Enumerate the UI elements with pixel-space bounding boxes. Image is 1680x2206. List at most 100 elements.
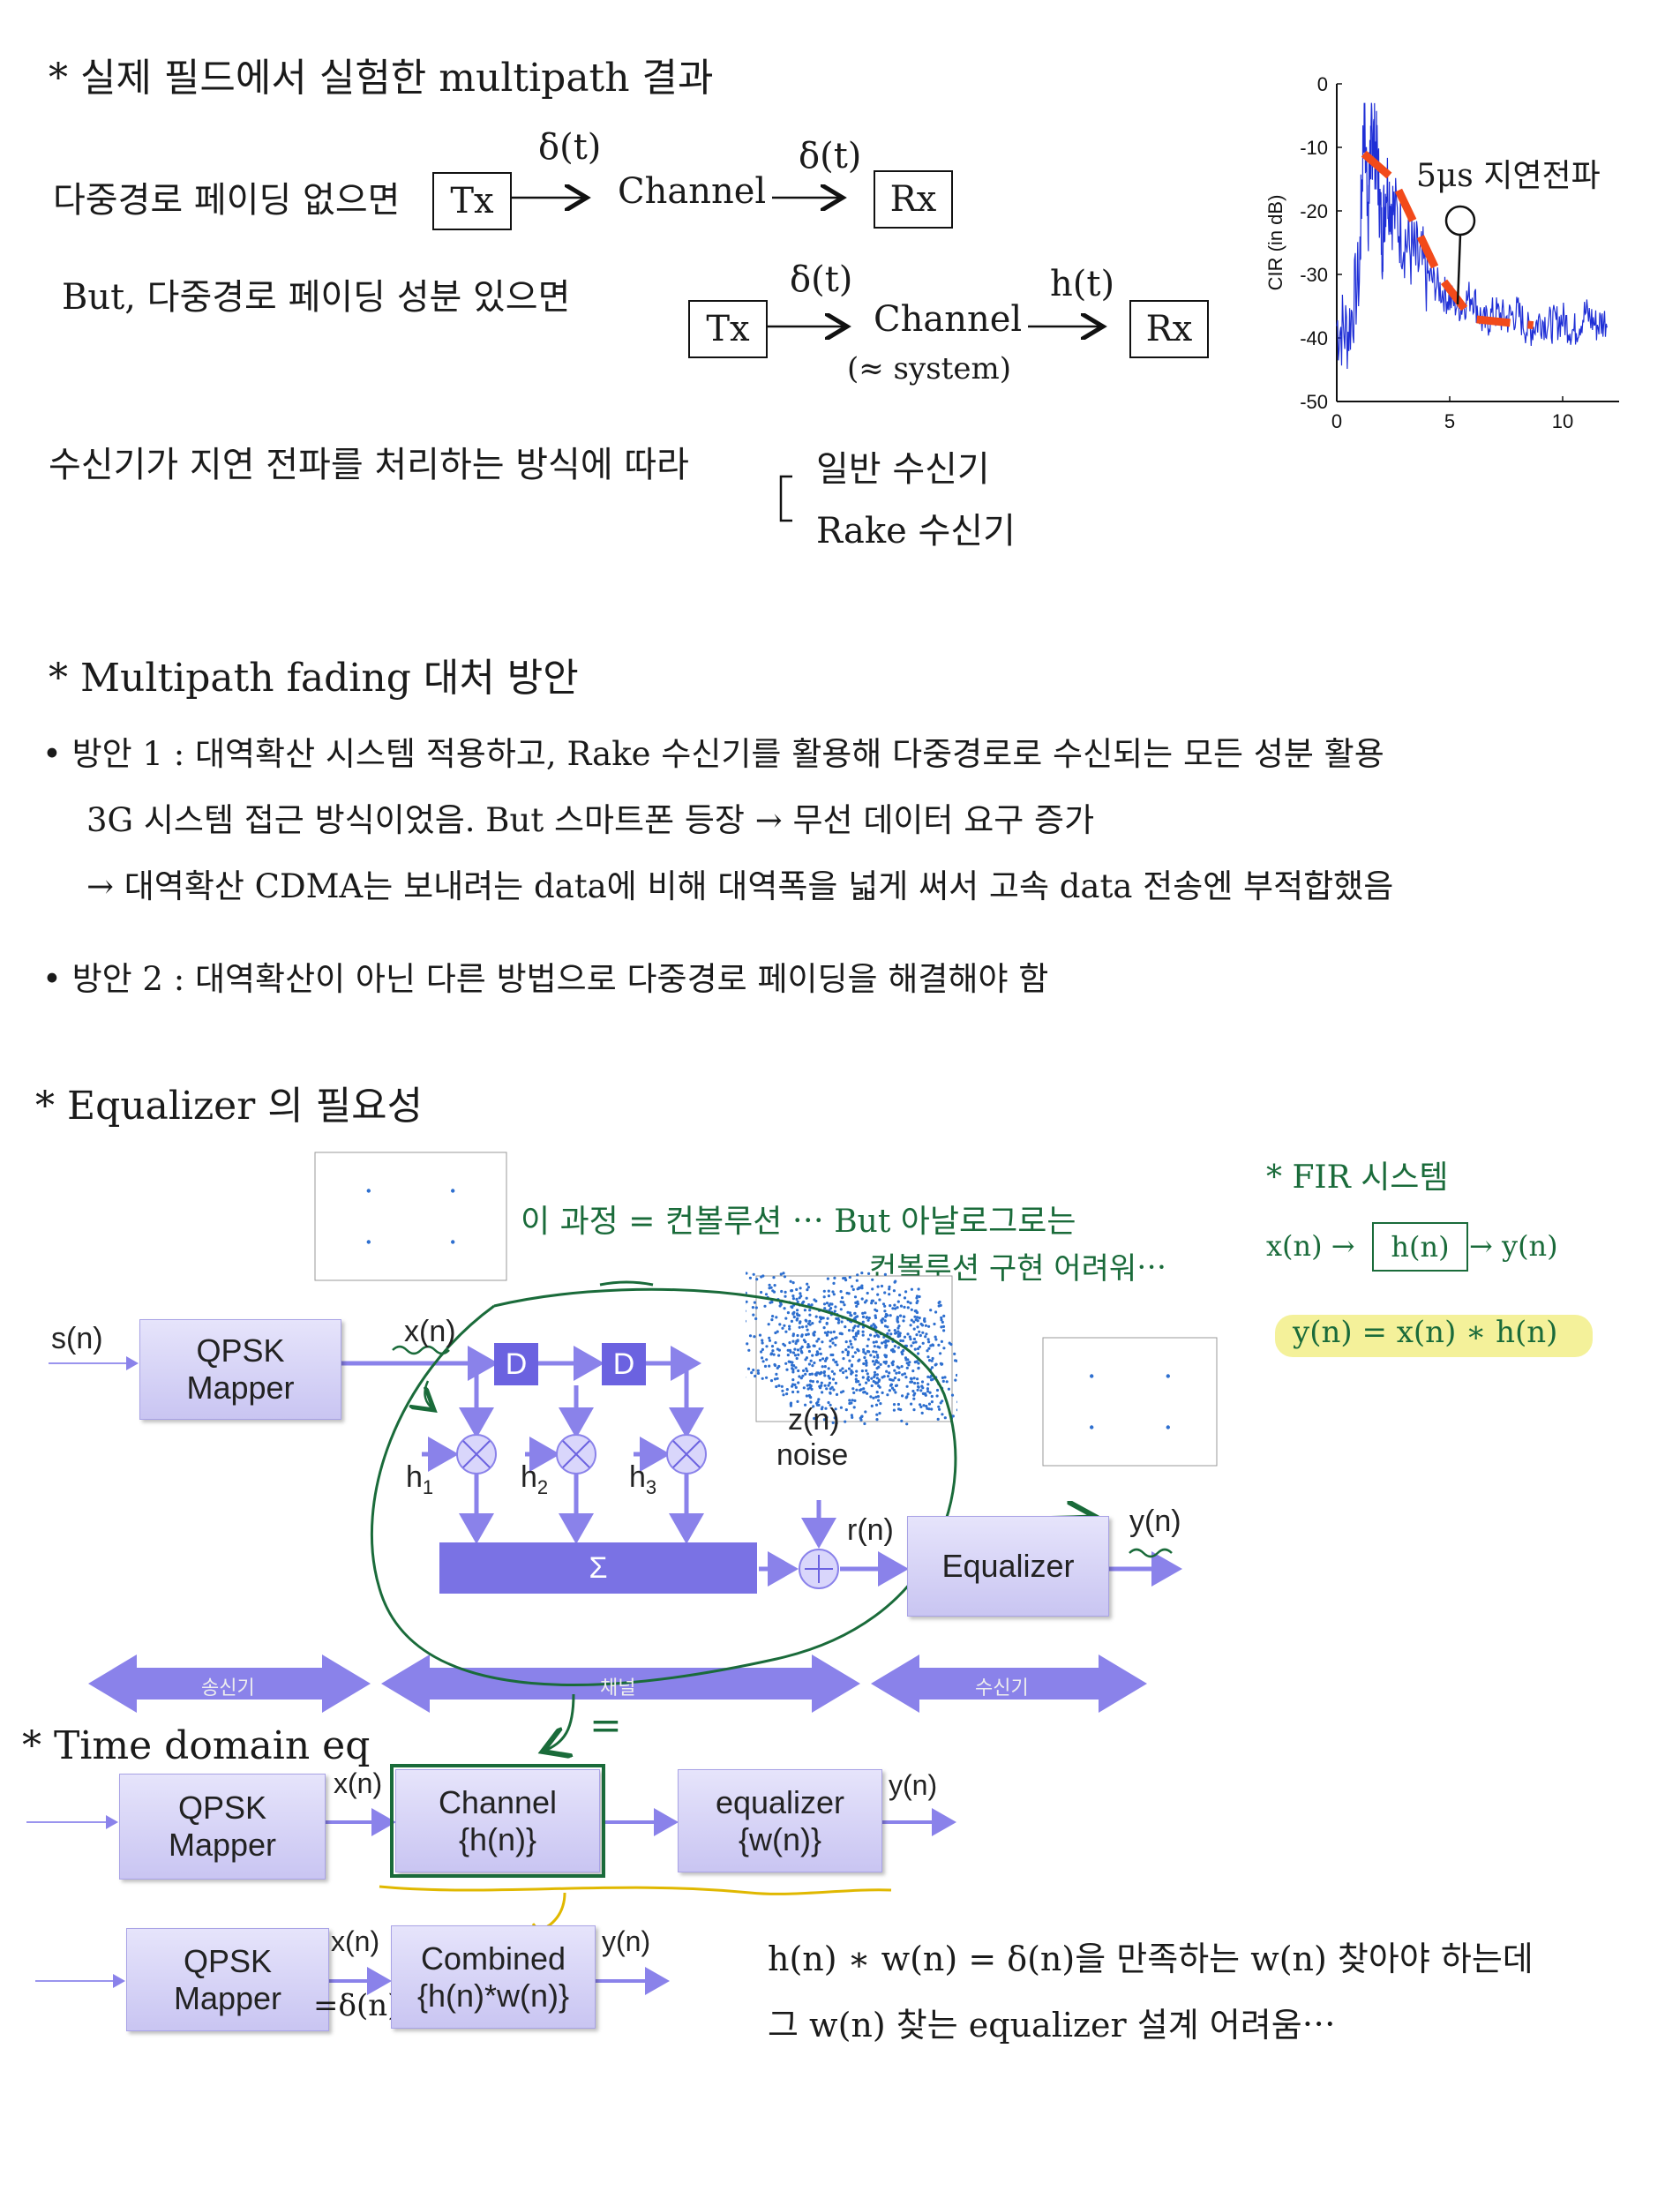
constellation-point [851,1329,855,1332]
constellation-point [835,1392,839,1396]
constellation-point [910,1402,913,1406]
constellation-point [761,1347,764,1351]
constellation-point [784,1317,788,1320]
channel-block: Channel {h(n)} [390,1764,605,1878]
constellation-point [928,1376,932,1379]
constellation-point [751,1306,754,1309]
constellation-point [865,1362,868,1365]
constellation-point [791,1281,795,1285]
constellation-point [775,1372,778,1376]
constellation-point [793,1383,797,1386]
constellation-point [746,1367,751,1370]
constellation-point [794,1366,798,1369]
constellation-point [831,1353,835,1357]
constellation-point [806,1343,810,1347]
section1-heading: * 실제 필드에서 실험한 multipath 결과 [49,56,714,101]
constellation-point [892,1403,896,1407]
constellation-point [822,1326,826,1330]
constellation-point [955,1373,957,1377]
constellation-point [889,1314,892,1317]
constellation-point [903,1335,907,1339]
constellation-point [777,1354,781,1357]
constellation-point [820,1381,823,1384]
constellation-point [926,1349,929,1353]
constellation-point [945,1380,949,1384]
constellation-point [815,1350,819,1354]
constellation-point [866,1318,870,1322]
constellation-point [806,1328,809,1332]
constellation-point [780,1384,784,1388]
constellation-point [840,1320,844,1324]
constellation-point [791,1297,795,1301]
constellation-point [852,1391,856,1394]
constellation-point [851,1399,854,1402]
constellation-point [811,1380,814,1384]
constellation-point [791,1378,795,1382]
constellation-point [781,1389,784,1392]
constellation-point [900,1419,904,1422]
constellation-point [788,1324,791,1328]
constellation-point [821,1357,825,1361]
constellation-point [866,1291,869,1295]
constellation-point [893,1329,896,1332]
constellation-point [821,1391,824,1394]
constellation-point [786,1311,790,1315]
constellation-point [941,1386,944,1390]
constellation-point [917,1385,920,1389]
constellation-point [789,1279,792,1283]
constellation-point [900,1350,904,1354]
constellation-point [825,1302,829,1305]
constellation-point [863,1355,866,1360]
constellation-point [852,1406,856,1409]
constellation-point [747,1348,751,1352]
constellation-point [750,1371,754,1375]
constellation-point [815,1339,819,1343]
yn-label-2: y(n) [889,1769,938,1801]
constellation-point [798,1303,802,1307]
constellation-point [884,1360,888,1363]
constellation-point [886,1332,889,1335]
constellation-point [920,1411,924,1414]
constellation-point [942,1329,946,1332]
constellation-point [872,1396,875,1399]
constellation-point [808,1313,812,1317]
constellation-point [1090,1374,1094,1378]
constellation-point [832,1281,836,1285]
constellation-point [746,1291,747,1294]
section4-heading: * Time domain eq [22,1723,371,1768]
constellation-point [833,1372,836,1376]
constellation-point [897,1333,902,1337]
constellation-point [761,1339,764,1342]
constellation-point [918,1330,921,1333]
constellation-point [836,1363,839,1367]
constellation-point [366,1240,371,1244]
constellation-point [909,1302,912,1305]
constellation-point [791,1351,796,1354]
constellation-point [929,1368,933,1371]
constellation-point [813,1361,816,1365]
constellation-point [810,1387,814,1391]
constellation-point [756,1371,761,1375]
constellation-point [833,1276,836,1279]
bullet-1: • 방안 1 : 대역확산 시스템 적용하고, Rake 수신기를 활용해 다중… [42,735,1384,773]
constellation-point [930,1400,934,1404]
constellation-point [829,1392,832,1395]
constellation-point [844,1348,848,1352]
constellation-point [854,1374,858,1377]
constellation-point [926,1387,929,1391]
channel-arrow-label: 채널 [600,1677,636,1699]
constellation-point [882,1375,886,1378]
constellation-point [830,1302,834,1306]
constellation-point [799,1287,802,1290]
constellation-point [885,1369,889,1373]
constellation-point [895,1384,898,1387]
constellation-point [896,1317,899,1321]
constellation-point [940,1316,943,1319]
constellation-point [847,1329,851,1332]
constellation-point [815,1380,820,1384]
constellation-point [877,1384,881,1388]
constellation-point [754,1306,758,1309]
constellation-point [859,1388,862,1392]
constellation-point [912,1337,916,1341]
constellation-point [915,1294,919,1298]
